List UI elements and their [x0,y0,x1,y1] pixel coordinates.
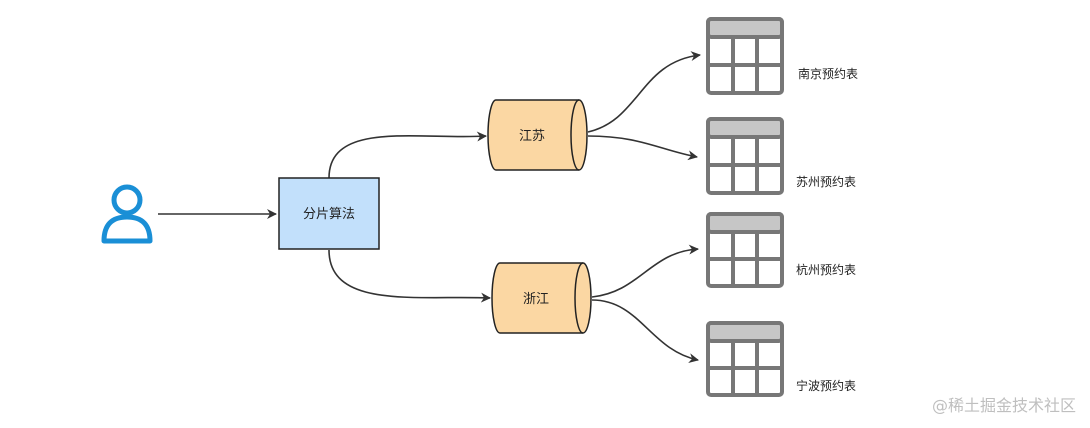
edge-jiangsu-to-suzhou [587,135,698,161]
user-icon [101,184,153,244]
table-icon [706,212,784,288]
edge-algorithm-to-jiangsu [328,131,487,179]
table-icon [706,17,784,95]
table-label-suzhou: 苏州预约表 [796,174,856,189]
db-zhejiang-label: 浙江 [523,292,549,307]
watermark: @稀土掘金技术社区 [931,396,1076,415]
edge-algorithm-to-zhejiang [328,249,491,303]
table-icon [706,117,784,195]
edge-jiangsu-to-nanjing [587,51,701,133]
table-label-hangzhou: 杭州预约表 [796,262,856,277]
edge-zhejiang-to-hangzhou [591,244,699,298]
db-jiangsu-label: 江苏 [519,128,545,144]
algorithm-label: 分片算法 [303,207,355,222]
table-label-nanjing: 南京预约表 [798,66,858,81]
table-label-ningbo: 宁波预约表 [796,378,856,393]
table-icon [706,321,784,397]
edge-zhejiang-to-ningbo [591,299,699,364]
db-jiangsu-node: 江苏 [487,99,588,171]
algorithm-node: 分片算法 [278,177,380,250]
db-zhejiang-node: 浙江 [491,262,592,334]
